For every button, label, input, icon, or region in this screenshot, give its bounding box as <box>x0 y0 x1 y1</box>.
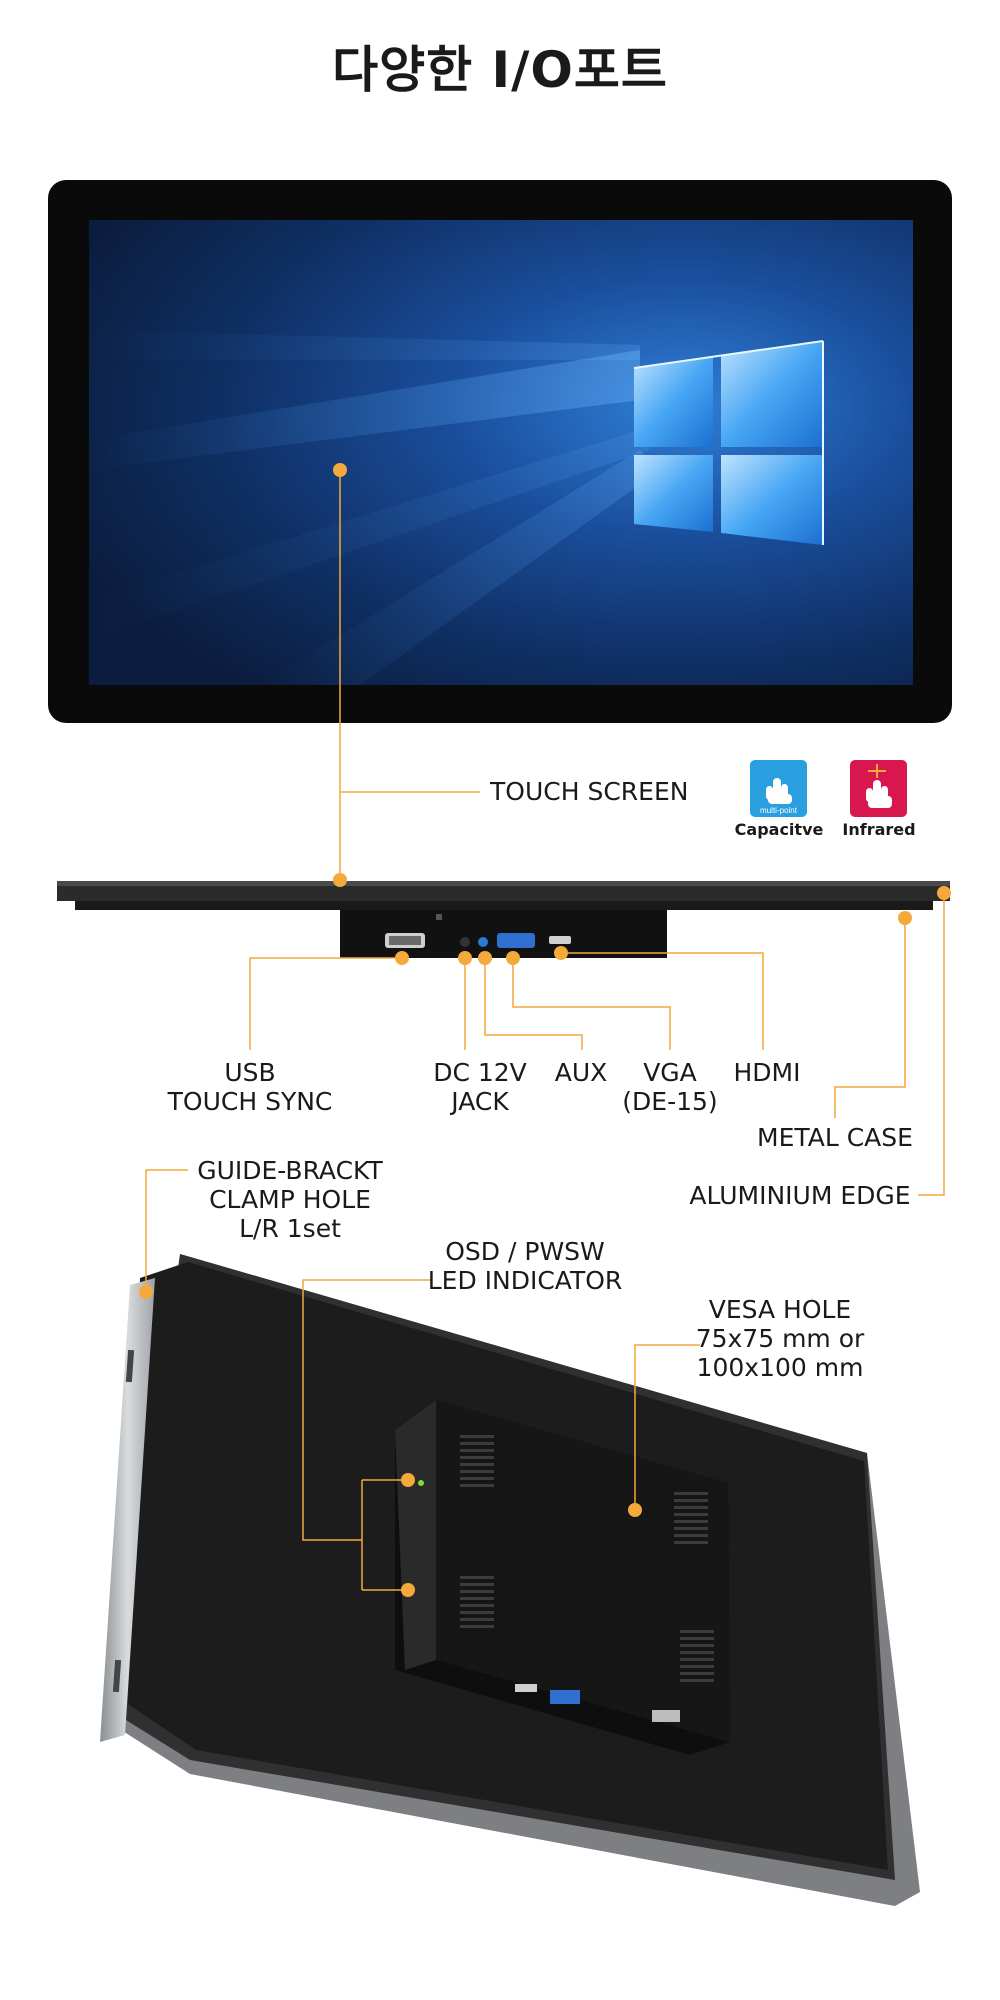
capacitive-caption: Capacitve <box>734 820 824 839</box>
hdmi-label: HDMI <box>733 1058 801 1087</box>
usb-touch-sync-label: USB TOUCH SYNC <box>167 1058 333 1116</box>
page-title: 다양한 I/O포트 <box>332 41 668 99</box>
guide-bracket <box>100 1278 155 1742</box>
metal-case-label: METAL CASE <box>757 1123 913 1152</box>
monitor-profile <box>57 881 950 958</box>
guide-bracket-label: GUIDE-BRACKT CLAMP HOLE L/R 1set <box>197 1156 383 1243</box>
vesa-hole-label: VESA HOLE 75x75 mm or 100x100 mm <box>695 1295 865 1382</box>
callout-lines <box>145 470 945 1591</box>
aux-label: AUX <box>554 1058 608 1087</box>
monitor-front <box>48 180 952 723</box>
capacitive-badge: multi-point <box>750 760 807 817</box>
hand-arrows-icon <box>866 764 892 808</box>
capacitive-inner-text: multi-point <box>760 806 798 815</box>
windows-logo-icon <box>633 340 824 545</box>
touch-screen-label: TOUCH SCREEN <box>490 777 689 806</box>
dc-jack-label: DC 12V JACK <box>433 1058 527 1116</box>
hand-touch-icon <box>766 778 792 804</box>
callout-dots <box>139 463 951 1597</box>
infrared-badge <box>850 760 907 817</box>
monitor-back <box>100 1254 920 1906</box>
aluminium-edge-label: ALUMINIUM EDGE <box>689 1181 911 1210</box>
infrared-caption: Infrared <box>842 820 916 839</box>
osd-led-indicator-label: OSD / PWSW LED INDICATOR <box>427 1237 623 1295</box>
vga-label: VGA (DE-15) <box>622 1058 718 1116</box>
